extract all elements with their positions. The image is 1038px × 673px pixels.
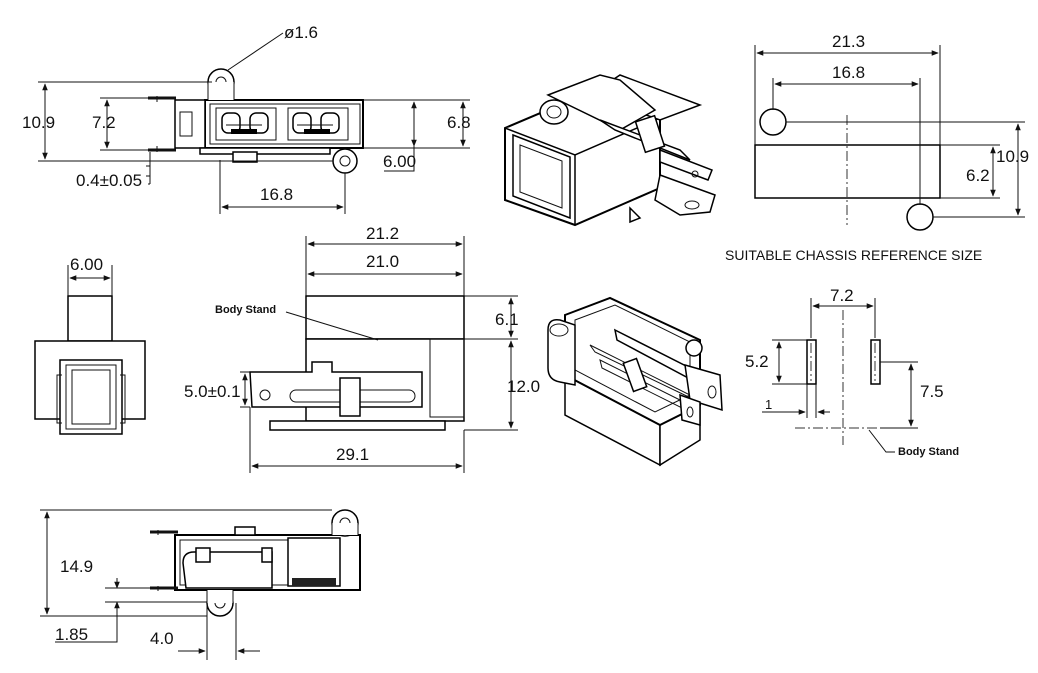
dim-front-5.0: 5.0±0.1 xyxy=(184,382,241,401)
iso-2-tube xyxy=(547,318,576,386)
dim-ch-6.2: 6.2 xyxy=(966,166,990,185)
side-view: 6.00 xyxy=(34,255,146,435)
dim-bot-1.85: 1.85 xyxy=(55,625,88,644)
dim-top-diameter: ø1.6 xyxy=(284,23,318,42)
dim-bot-14.9: 14.9 xyxy=(60,557,93,576)
label-body-stand-pin: Body Stand xyxy=(898,446,959,458)
dim-front-6.1: 6.1 xyxy=(495,310,519,329)
front-body-top xyxy=(305,295,465,340)
pin-layout: 7.2 5.2 7.5 1 Body Stand xyxy=(745,286,959,458)
dim-bot-4.0: 4.0 xyxy=(150,629,174,648)
dim-pin-7.5: 7.5 xyxy=(920,382,944,401)
front-view: Body Stand 21.2 21.0 6.1 12.0 5.0±0.1 29… xyxy=(184,224,540,473)
top-view: ø1.6 10.9 7.2 6.8 6.00 0.4±0.05 16.8 xyxy=(22,23,471,214)
dim-front-29.1: 29.1 xyxy=(336,445,369,464)
dim-ch-16.8: 16.8 xyxy=(832,63,865,82)
dim-top-10.9: 10.9 xyxy=(22,113,55,132)
dim-front-12.0: 12.0 xyxy=(507,377,540,396)
dim-front-21.2: 21.2 xyxy=(366,224,399,243)
dim-top-6.00: 6.00 xyxy=(383,152,416,171)
bottom-eyelet xyxy=(332,148,358,174)
chassis-caption: SUITABLE CHASSIS REFERENCE SIZE xyxy=(725,247,982,263)
dim-pin-1: 1 xyxy=(765,397,772,412)
chassis-hole-2 xyxy=(906,203,934,231)
dim-top-16.8: 16.8 xyxy=(260,185,293,204)
front-terminal xyxy=(249,361,423,408)
dim-front-21.0: 21.0 xyxy=(366,252,399,271)
dim-side-6.00: 6.00 xyxy=(70,255,103,274)
bottom-view: 14.9 1.85 4.0 xyxy=(40,509,361,660)
dim-top-7.2: 7.2 xyxy=(92,113,116,132)
iso-1-tube xyxy=(539,99,569,125)
iso-view-2 xyxy=(547,296,723,467)
iso-view-1 xyxy=(504,74,716,227)
dim-pin-7.2: 7.2 xyxy=(830,286,854,305)
dim-top-0.4: 0.4±0.05 xyxy=(76,171,142,190)
dim-pin-5.2: 5.2 xyxy=(745,352,769,371)
chassis-hole-1 xyxy=(759,108,787,136)
label-body-stand-front: Body Stand xyxy=(215,304,276,316)
dim-ch-21.3: 21.3 xyxy=(832,32,865,51)
dim-ch-10.9: 10.9 xyxy=(996,147,1029,166)
top-view-contacts xyxy=(215,107,349,141)
chassis-reference: 21.3 16.8 10.9 6.2 SUITABLE CHASSIS REFE… xyxy=(725,32,1029,263)
dim-top-6.8: 6.8 xyxy=(447,113,471,132)
